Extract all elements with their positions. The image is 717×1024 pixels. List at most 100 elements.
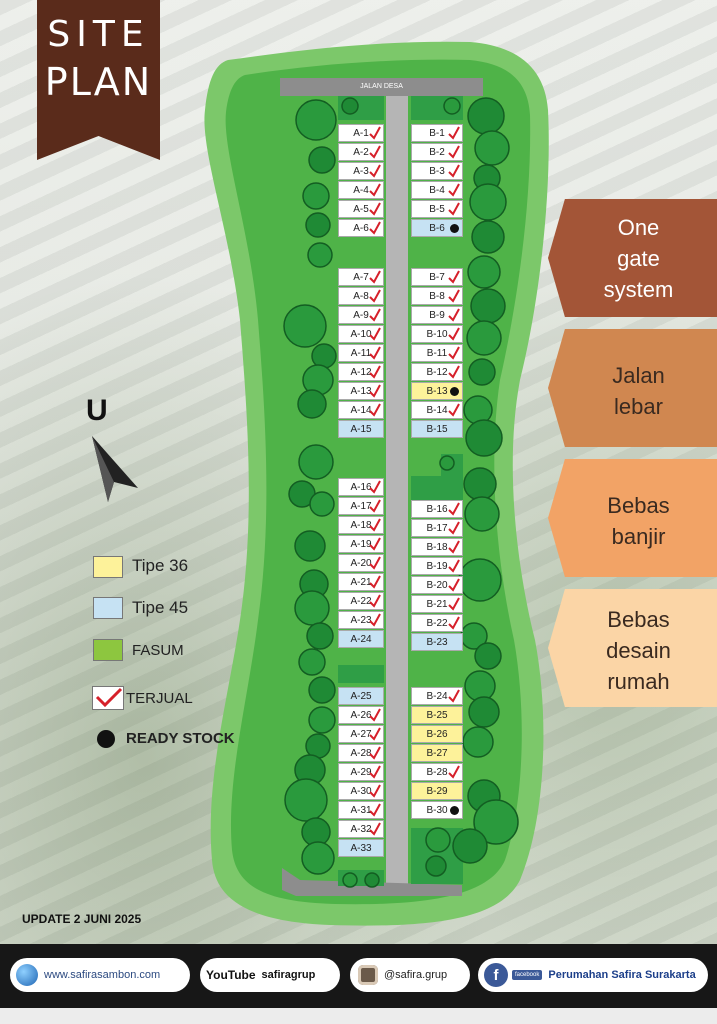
tree-icon <box>462 726 494 758</box>
lot-label: B-7 <box>429 272 445 283</box>
website-text: www.safirasambon.com <box>44 969 161 981</box>
top-road <box>280 78 483 96</box>
instagram-text: @safira.grup <box>384 969 448 981</box>
lot-label: A-27 <box>350 729 372 740</box>
lot-label: A-24 <box>350 634 372 645</box>
ready-stock-dot-icon <box>450 224 459 233</box>
facebook-link[interactable]: f facebook Perumahan Safira Surakarta <box>478 958 708 992</box>
facebook-badge: facebook <box>512 970 543 980</box>
facebook-icon: f <box>484 963 508 987</box>
sold-check-icon <box>369 183 381 197</box>
legend-label-tipe-36: Tipe 36 <box>132 556 189 575</box>
sold-check-icon <box>448 540 460 554</box>
sold-check-icon <box>369 613 381 627</box>
lot-label: B-3 <box>429 166 445 177</box>
lot-label: A-7 <box>353 272 369 283</box>
lot-b-24: B-24 <box>411 687 463 705</box>
sold-check-icon <box>448 164 460 178</box>
sold-check-icon <box>369 221 381 235</box>
legend-swatch-fasum <box>93 639 123 661</box>
sold-check-icon <box>369 126 381 140</box>
sold-check-icon <box>448 202 460 216</box>
sold-check-icon <box>369 202 381 216</box>
lot-b-30: B-30 <box>411 801 463 819</box>
youtube-logo-text: YouTube <box>206 968 256 982</box>
tree-icon <box>465 419 503 457</box>
tree-icon <box>306 622 334 650</box>
tree-icon <box>473 799 519 845</box>
compass-label: U <box>86 394 108 427</box>
lot-label: A-6 <box>353 223 369 234</box>
lot-b-16: B-16 <box>411 500 463 518</box>
website-link[interactable]: www.safirasambon.com <box>10 958 190 992</box>
lot-a-26: A-26 <box>338 706 384 724</box>
youtube-link[interactable]: YouTube safiragrup <box>200 958 340 992</box>
lot-label: B-14 <box>426 405 448 416</box>
legend-ready-dot-icon <box>97 730 115 748</box>
facebook-text: Perumahan Safira Surakarta <box>548 969 696 981</box>
tree-icon <box>468 358 496 386</box>
lot-b-27: B-27 <box>411 744 463 762</box>
lot-label: B-20 <box>426 580 448 591</box>
tree-icon <box>297 389 327 419</box>
lot-a-3: A-3 <box>338 162 384 180</box>
tree-icon <box>301 841 335 875</box>
lot-b-15: B-15 <box>411 420 463 438</box>
lot-a-21: A-21 <box>338 573 384 591</box>
lot-a-18: A-18 <box>338 516 384 534</box>
lot-b-20: B-20 <box>411 576 463 594</box>
lot-a-31: A-31 <box>338 801 384 819</box>
sold-check-icon <box>448 365 460 379</box>
fasum-a-mid <box>338 665 384 683</box>
sold-check-icon <box>369 594 381 608</box>
lot-label: B-27 <box>426 748 448 759</box>
instagram-link[interactable]: @safira.grup <box>350 958 470 992</box>
ready-stock-dot-icon <box>450 806 459 815</box>
lot-label: B-22 <box>426 618 448 629</box>
sold-check-icon <box>369 499 381 513</box>
lot-label: A-18 <box>350 520 372 531</box>
sold-check-icon <box>448 521 460 535</box>
lot-b-25: B-25 <box>411 706 463 724</box>
tree-icon <box>298 648 326 676</box>
youtube-icon: YouTube <box>206 968 256 982</box>
lot-label: B-12 <box>426 367 448 378</box>
lot-b-2: B-2 <box>411 143 463 161</box>
lot-label: A-32 <box>350 824 372 835</box>
tree-icon <box>302 182 330 210</box>
lot-b-4: B-4 <box>411 181 463 199</box>
lot-label: B-26 <box>426 729 448 740</box>
lot-label: B-28 <box>426 767 448 778</box>
lot-label: A-25 <box>350 691 372 702</box>
title-banner: SITE PLAN <box>37 0 160 160</box>
sold-check-icon <box>448 145 460 159</box>
lot-b-23: B-23 <box>411 633 463 651</box>
lot-a-19: A-19 <box>338 535 384 553</box>
tree-group <box>283 97 519 888</box>
lot-a-11: A-11 <box>338 344 384 362</box>
tree-icon <box>470 288 506 324</box>
lot-b-17: B-17 <box>411 519 463 537</box>
lot-label: B-2 <box>429 147 445 158</box>
sold-check-icon <box>369 145 381 159</box>
lot-b-12: B-12 <box>411 363 463 381</box>
tree-icon <box>425 855 447 877</box>
lot-label: B-5 <box>429 204 445 215</box>
tree-icon <box>284 778 328 822</box>
sold-check-icon <box>369 784 381 798</box>
lot-label: B-17 <box>426 523 448 534</box>
legend-label-ready: READY STOCK <box>126 730 235 747</box>
road-label: JALAN DESA <box>360 83 403 90</box>
lot-label: A-26 <box>350 710 372 721</box>
lot-label: A-17 <box>350 501 372 512</box>
tree-icon <box>452 828 488 864</box>
lot-label: A-14 <box>350 405 372 416</box>
sold-check-icon <box>448 559 460 573</box>
lot-a-22: A-22 <box>338 592 384 610</box>
tree-icon <box>468 696 500 728</box>
compass-arrow-icon <box>92 436 138 502</box>
tree-icon <box>341 97 359 115</box>
lot-label: B-18 <box>426 542 448 553</box>
sold-check-icon <box>369 289 381 303</box>
